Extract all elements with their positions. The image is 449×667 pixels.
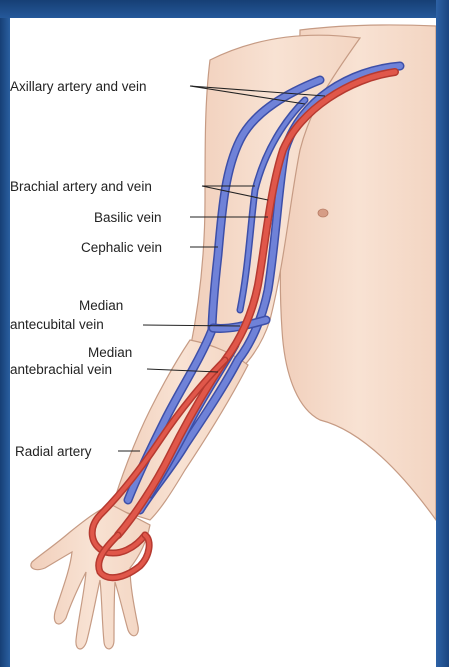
label-brachial: Brachial artery and vein [10, 179, 152, 194]
label-basilic: Basilic vein [94, 210, 162, 225]
diagram-panel: Axillary artery and vein Brachial artery… [10, 18, 436, 667]
frame-top-edge [0, 0, 449, 18]
label-radial: Radial artery [15, 444, 92, 459]
label-median-antecubital-2: antecubital vein [10, 317, 104, 332]
label-median-antecubital-1: Median [79, 298, 123, 313]
frame-right-edge [436, 0, 449, 667]
label-cephalic: Cephalic vein [81, 240, 162, 255]
nipple-mark [318, 209, 328, 217]
arm-vessels-illustration: Axillary artery and vein Brachial artery… [10, 18, 436, 667]
label-median-antebrachial-2: antebrachial vein [10, 362, 112, 377]
label-median-antebrachial-1: Median [88, 345, 132, 360]
label-axillary: Axillary artery and vein [10, 79, 147, 94]
